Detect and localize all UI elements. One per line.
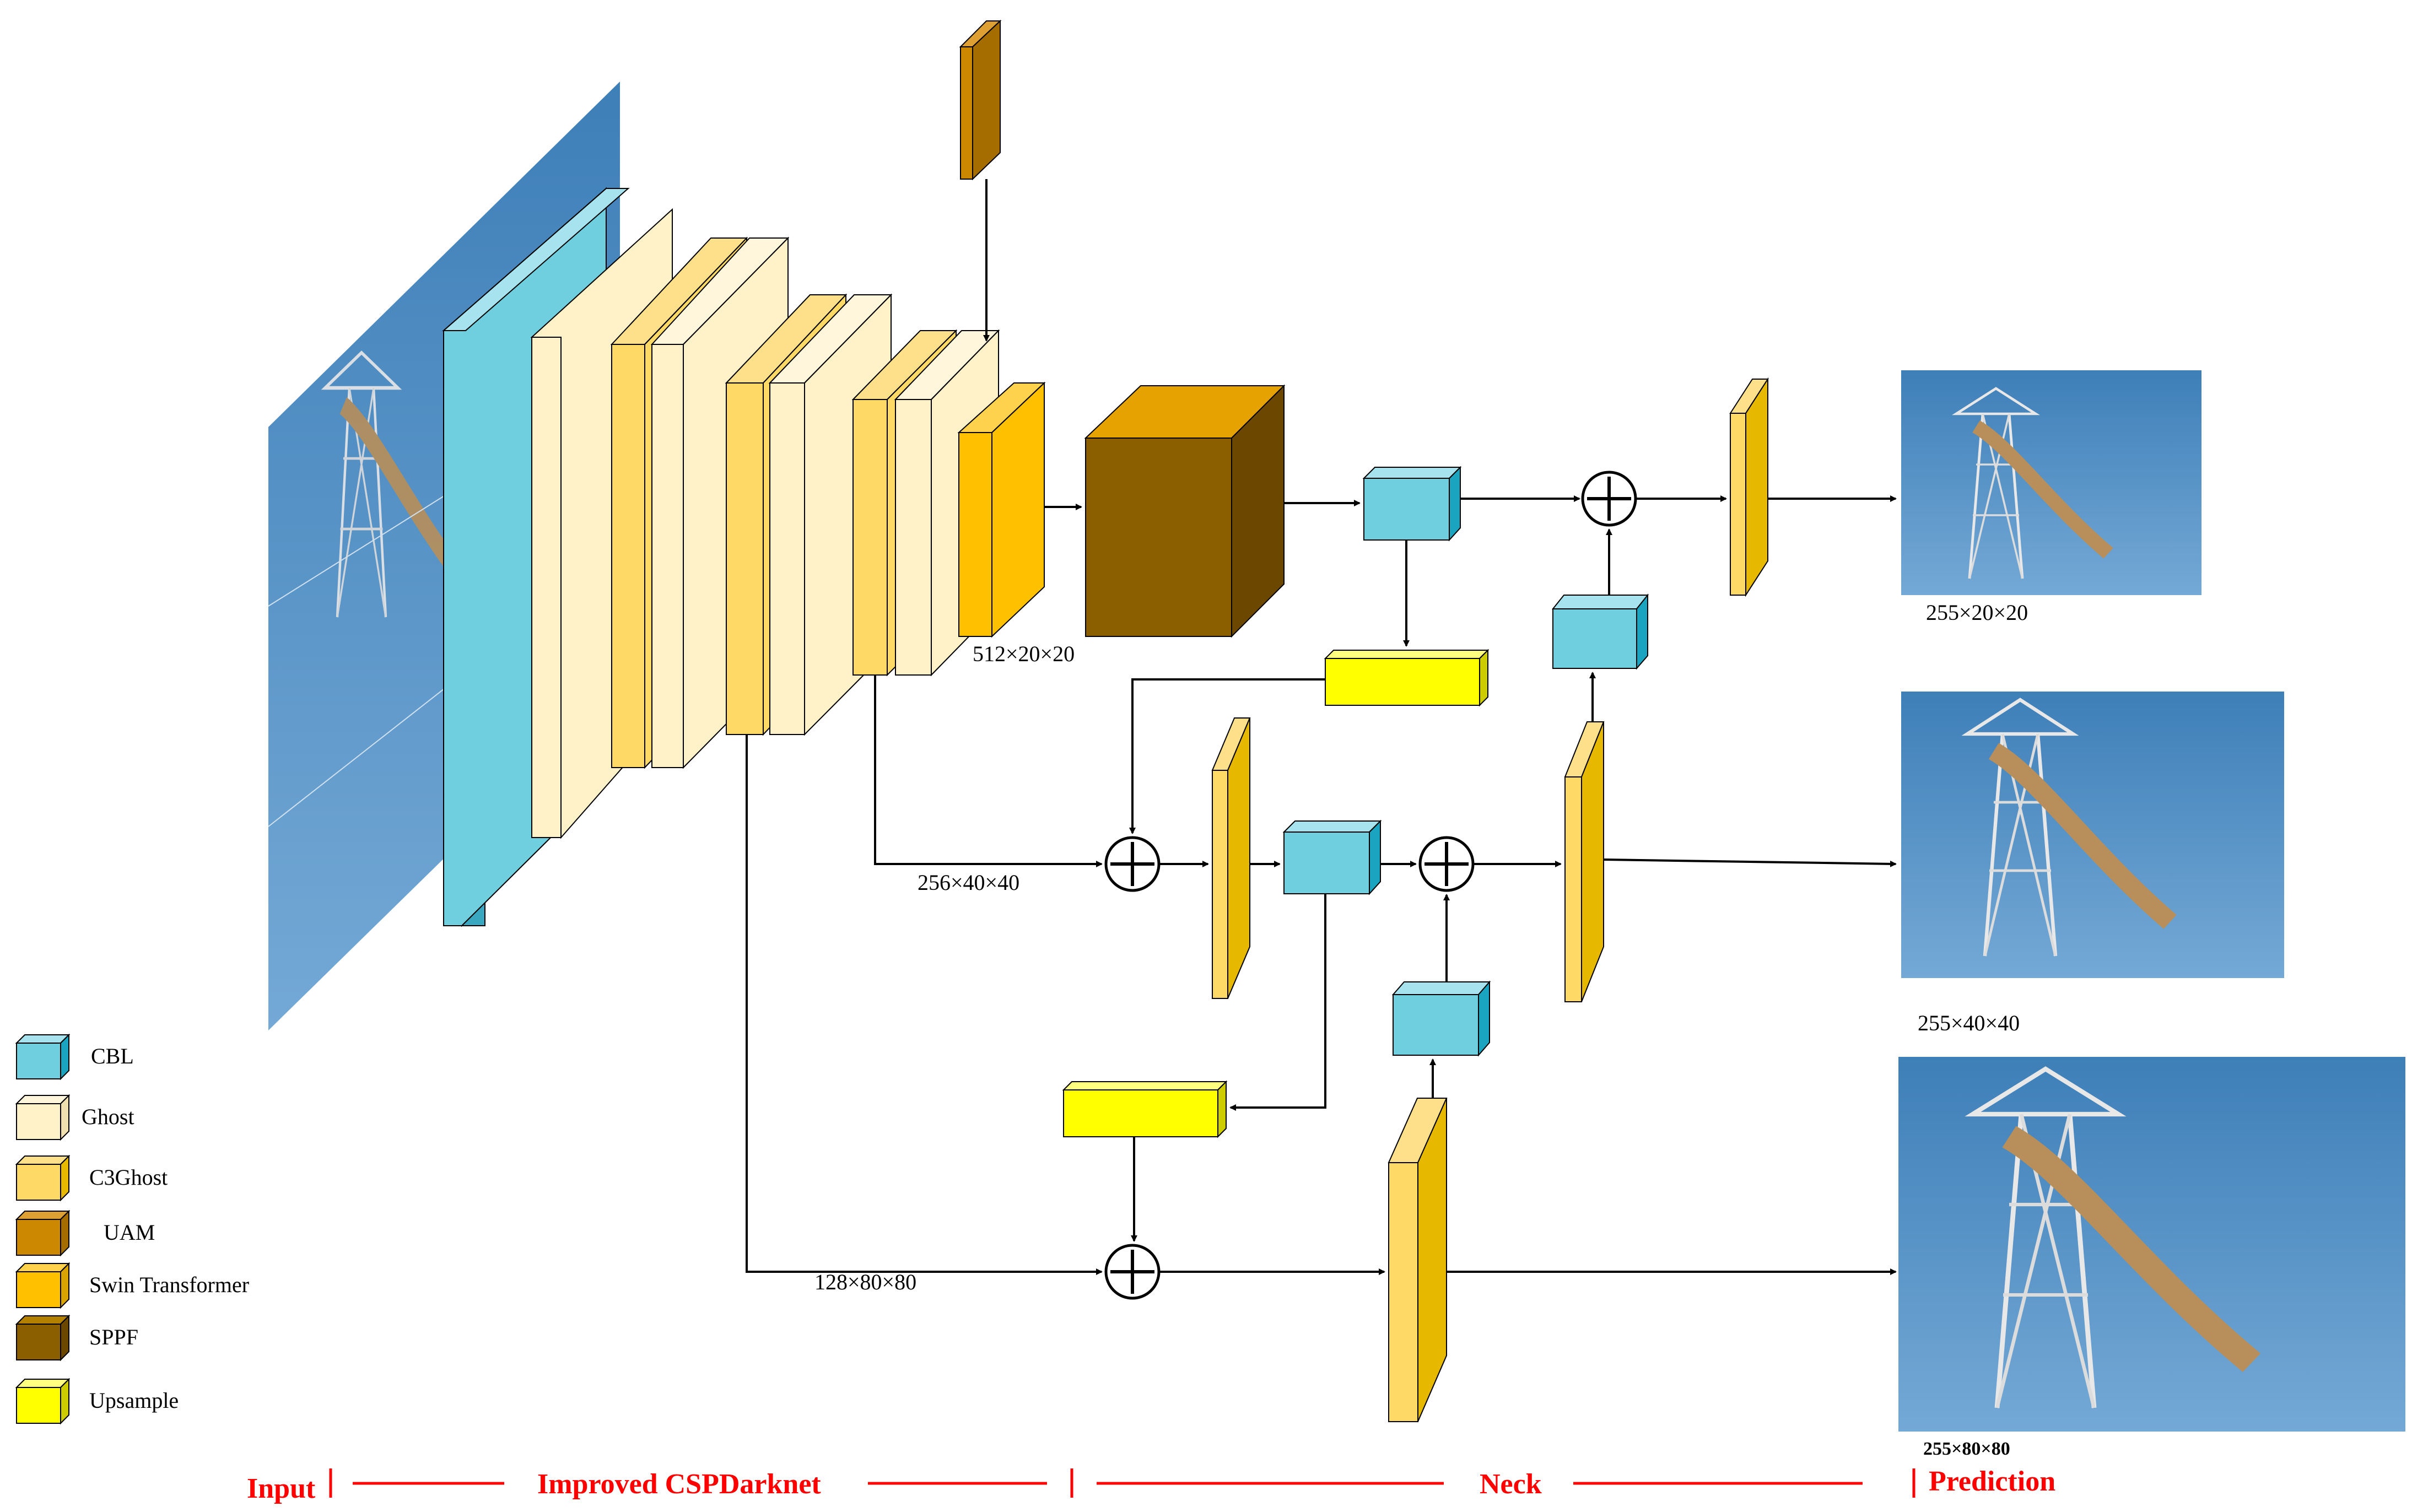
legend-item-sppf: SPPF (15, 1314, 138, 1362)
legend-label-cbl: CBL (91, 1044, 134, 1068)
connections (746, 179, 1897, 1275)
legend-item-cbl: CBL (15, 1033, 134, 1081)
legend-item-uam: UAM (15, 1209, 155, 1257)
legend-item-ghost: Ghost (15, 1094, 134, 1141)
neck-upsample-1 (1324, 649, 1490, 707)
legend-label-upsample: Upsample (89, 1388, 179, 1413)
neck-cbl-4 (1391, 980, 1491, 1057)
neck-c3ghost-3 (1564, 721, 1605, 1002)
neck-c3ghost-1 (1729, 377, 1769, 597)
sppf-block (1084, 384, 1286, 638)
uam-block (959, 19, 1002, 181)
neck-cbl-1 (1362, 466, 1462, 542)
add-node-1 (1581, 471, 1637, 527)
dim-out-small: 255×20×20 (1926, 600, 2028, 625)
dim-out-medium: 255×40×40 (1918, 1011, 2020, 1035)
dim-out-large: 255×80×80 (1923, 1439, 2010, 1459)
add-node-2 (1104, 836, 1161, 892)
prediction-image-medium (1901, 692, 2284, 978)
stage-neck: Neck (1480, 1468, 1542, 1500)
legend: CBL Ghost C3Ghost UAM Swin Transformer (15, 1033, 249, 1425)
neck-c3ghost-4 (1388, 1098, 1448, 1422)
backbone-blocks (442, 187, 1046, 927)
dim-p4-in: 256×40×40 (918, 870, 1019, 895)
legend-item-c3ghost: C3Ghost (15, 1154, 168, 1202)
neck-cbl-3 (1282, 819, 1382, 895)
dim-backbone-out: 512×20×20 (973, 641, 1075, 666)
legend-item-swin: Swin Transformer (15, 1262, 249, 1309)
add-node-3 (1418, 836, 1475, 892)
legend-label-sppf: SPPF (89, 1325, 138, 1349)
stage-backbone: Improved CSPDarknet (537, 1468, 821, 1500)
backbone-swin-block (957, 381, 1046, 638)
legend-label-uam: UAM (104, 1220, 155, 1245)
stage-prediction: Prediction (1929, 1466, 2055, 1497)
legend-label-swin: Swin Transformer (89, 1272, 249, 1297)
legend-label-c3ghost: C3Ghost (89, 1165, 168, 1190)
legend-item-upsample: Upsample (15, 1378, 179, 1425)
prediction-image-large (1898, 1057, 2405, 1432)
dim-p3-in: 128×80×80 (814, 1270, 916, 1294)
neck-cbl-2 (1551, 593, 1649, 670)
stage-bar: Input Improved CSPDarknet Neck Predictio… (247, 1466, 2055, 1504)
neck-upsample-2 (1062, 1080, 1228, 1138)
neck-c3ghost-2 (1211, 717, 1251, 999)
legend-label-ghost: Ghost (82, 1104, 134, 1129)
prediction-image-small (1901, 370, 2201, 595)
add-node-4 (1104, 1244, 1161, 1300)
stage-input: Input (247, 1473, 316, 1504)
